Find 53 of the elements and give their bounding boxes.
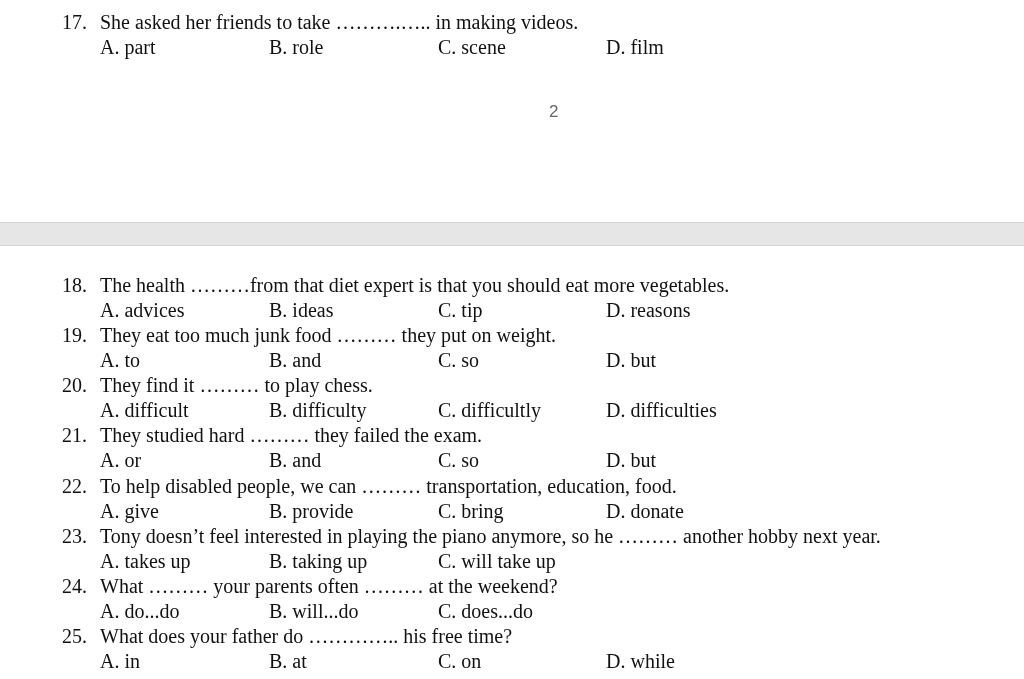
answer-option: D. but xyxy=(606,448,656,472)
question-number: 20. xyxy=(62,373,87,397)
answer-option: C. will take up xyxy=(438,549,556,573)
answer-option: C. so xyxy=(438,348,480,372)
answer-option: D. but xyxy=(606,348,656,372)
answer-option: B. difficulty xyxy=(269,398,367,422)
answer-option: B. and xyxy=(269,448,322,472)
answer-option: B. will...do xyxy=(269,599,359,623)
answer-option: A. advices xyxy=(100,298,185,322)
answer-option: D. difficulties xyxy=(606,398,717,422)
answer-option: B. taking up xyxy=(269,549,368,573)
answer-option: B. and xyxy=(269,348,322,372)
question-number: 18. xyxy=(62,273,87,297)
answer-option: B. ideas xyxy=(269,298,334,322)
question-text: To help disabled people, we can ……… transportation, education, food. xyxy=(100,474,677,498)
answer-option: A. or xyxy=(100,448,142,472)
question-text: She asked her friends to take ……….….. in making videos. xyxy=(100,10,579,34)
question-number: 22. xyxy=(62,474,87,498)
answer-option: C. does...do xyxy=(438,599,533,623)
answer-option: A. part xyxy=(100,35,156,59)
answer-option: B. role xyxy=(269,35,324,59)
answer-option: A. give xyxy=(100,499,159,523)
answer-option: A. takes up xyxy=(100,549,191,573)
answer-option: A. in xyxy=(100,649,140,673)
answer-option: D. while xyxy=(606,649,675,673)
question-number: 23. xyxy=(62,524,87,548)
question-text: They find it ……… to play chess. xyxy=(100,373,373,397)
answer-option: C. scene xyxy=(438,35,506,59)
answer-option: C. bring xyxy=(438,499,504,523)
question-text: Tony doesn’t feel interested in playing the piano anymore, so he ……… another hobby next year. xyxy=(100,524,881,548)
answer-option: D. reasons xyxy=(606,298,691,322)
answer-option: D. donate xyxy=(606,499,684,523)
answer-option: C. so xyxy=(438,448,480,472)
question-text: What does your father do ………….. his free time? xyxy=(100,624,513,648)
page-number: 2 xyxy=(549,101,559,123)
answer-option: B. provide xyxy=(269,499,354,523)
answer-option: D. film xyxy=(606,35,664,59)
answer-option: C. difficultly xyxy=(438,398,541,422)
question-number: 25. xyxy=(62,624,87,648)
answer-option: C. on xyxy=(438,649,482,673)
question-number: 17. xyxy=(62,10,87,34)
answer-option: A. to xyxy=(100,348,140,372)
question-text: The health ………from that diet expert is that you should eat more vegetables. xyxy=(100,273,730,297)
question-number: 21. xyxy=(62,423,87,447)
question-number: 24. xyxy=(62,574,87,598)
question-text: What ……… your parents often ……… at the weekend? xyxy=(100,574,558,598)
answer-option: A. difficult xyxy=(100,398,189,422)
question-number: 19. xyxy=(62,323,87,347)
answer-option: C. tip xyxy=(438,298,483,322)
answer-option: A. do...do xyxy=(100,599,180,623)
answer-option: B. at xyxy=(269,649,307,673)
question-text: They studied hard ……… they failed the exam. xyxy=(100,423,483,447)
question-text: They eat too much junk food ……… they put on weight. xyxy=(100,323,557,347)
